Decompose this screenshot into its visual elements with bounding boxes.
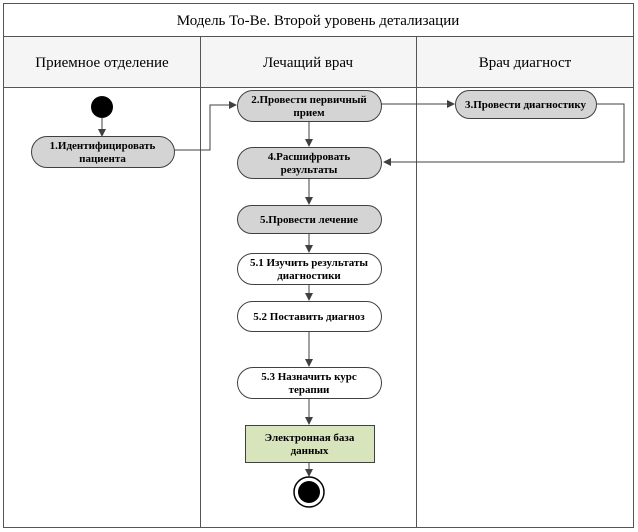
activity-node-shape — [237, 367, 382, 399]
activity-node-n52: 5.2 Поставить диагноз — [237, 301, 382, 332]
activity-node-n3: 3.Провести диагностику — [455, 90, 597, 119]
edge-1-to-2 — [174, 101, 237, 151]
activity-node-shape — [455, 90, 597, 119]
activity-node-label: данных — [291, 445, 329, 457]
activity-node-label: прием — [293, 107, 325, 119]
activity-node-label: 3.Провести диагностику — [465, 99, 587, 111]
activity-node-label: 2.Провести первичный — [251, 94, 367, 106]
activity-node-label: пациента — [79, 153, 126, 165]
lane-label-attending-doctor: Лечащий врач — [263, 55, 354, 71]
activity-node-label: 4.Расшифровать — [268, 151, 350, 163]
activity-node-label: Электронная база — [265, 432, 355, 444]
activity-node-shape — [237, 301, 382, 332]
edges — [98, 100, 625, 477]
activity-node-label: диагностики — [277, 270, 341, 282]
activity-node-shape — [237, 147, 382, 179]
activity-node-label: результаты — [281, 164, 338, 176]
activity-node-shape — [31, 136, 175, 168]
diagram-title: Модель То-Be. Второй уровень детализации — [177, 13, 460, 29]
lane-label-diagnostician: Врач диагност — [479, 55, 572, 71]
activity-node-shape — [245, 425, 375, 463]
activity-node-shape — [237, 205, 382, 234]
lane-header-band — [4, 37, 633, 87]
activity-node-n5: 5.Провести лечение — [237, 205, 382, 234]
edge-3-to-4 — [383, 103, 625, 166]
end-node-core — [298, 481, 320, 503]
activity-node-label: 1.Идентифицировать — [50, 140, 156, 152]
activity-node-label: терапии — [289, 384, 330, 396]
activity-node-label: 5.3 Назначить курс — [261, 371, 357, 383]
activity-node-label: 5.2 Поставить диагноз — [253, 311, 365, 323]
activity-node-label: 5.1 Изучить результаты — [250, 257, 368, 269]
activity-node-shape — [237, 253, 382, 285]
activity-node-label: 5.Провести лечение — [260, 214, 358, 226]
lane-label-reception: Приемное отделение — [35, 55, 169, 71]
start-node — [91, 96, 113, 118]
activity-node-shape — [237, 90, 382, 122]
